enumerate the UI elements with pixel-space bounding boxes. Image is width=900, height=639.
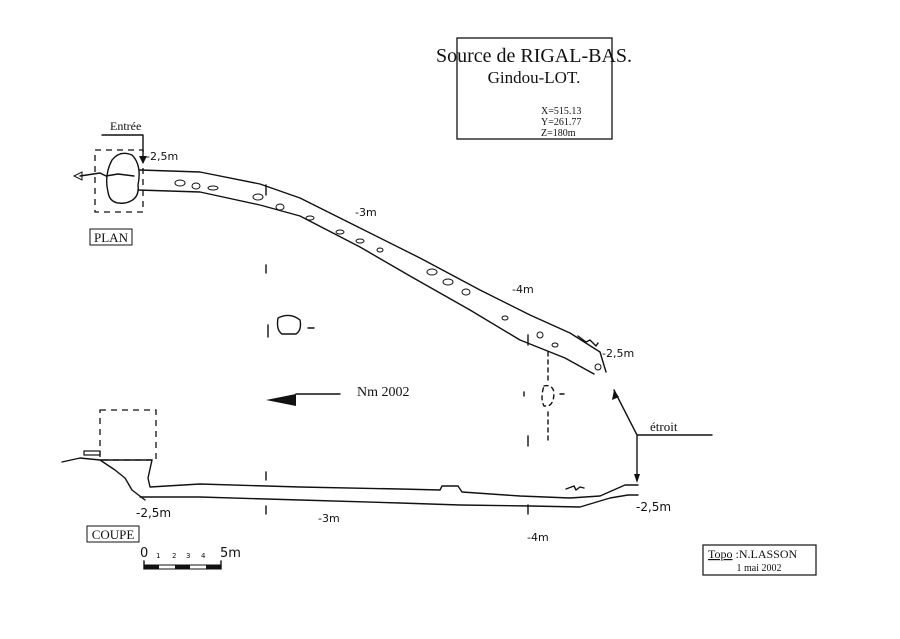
title-frame bbox=[456, 37, 613, 140]
section-ticks bbox=[265, 184, 529, 346]
cave-location: Gindou-LOT. bbox=[488, 68, 581, 87]
cave-name: Source de RIGAL-BAS. bbox=[436, 45, 632, 67]
plan-view: Entrée -2,5m -3m -4m -2,5m PLAN bbox=[72, 119, 634, 441]
narrow-arrows-icon bbox=[612, 390, 640, 483]
narrow-annotation: étroit bbox=[612, 389, 713, 483]
entrance-chamber bbox=[105, 152, 140, 204]
cross-section-1 bbox=[267, 314, 315, 338]
title-block: Source de RIGAL-BAS. Gindou-LOT. X=515.1… bbox=[436, 37, 632, 140]
section-view: -2,5m -3m -4m -2,5m COUPE bbox=[61, 409, 671, 544]
scale-tick-1: 1 bbox=[156, 552, 160, 560]
scale-tick-2: 2 bbox=[172, 552, 176, 560]
section-depth-entry: -2,5m bbox=[136, 506, 171, 520]
survey-date: 1 mai 2002 bbox=[737, 563, 782, 574]
entrance-dashed-box bbox=[94, 149, 144, 213]
plan-label-frame bbox=[89, 228, 133, 246]
scale-tick-3: 3 bbox=[186, 552, 190, 560]
coord-z: Z=180m bbox=[541, 128, 576, 139]
plan-depth-entry: -2,5m bbox=[146, 150, 178, 163]
section-entrance-slope bbox=[99, 459, 146, 501]
plan-lower-wall bbox=[137, 189, 595, 375]
cross-section-2 bbox=[523, 351, 565, 441]
section-label-frame bbox=[86, 525, 140, 543]
section-flow-arrow-icon bbox=[565, 485, 585, 491]
plan-blocks bbox=[174, 179, 602, 371]
plan-depth-deep: -4m bbox=[512, 283, 534, 296]
section-upper-wall bbox=[147, 459, 639, 499]
coord-x: X=515.13 bbox=[541, 106, 581, 117]
section-ticks bbox=[265, 435, 529, 515]
scale-end: 5m bbox=[220, 546, 241, 561]
plan-label: PLAN bbox=[94, 230, 129, 245]
north-label: Nm 2002 bbox=[357, 385, 410, 400]
scale-bar: 0 1 2 3 4 5m bbox=[140, 546, 241, 570]
section-depth-deep: -4m bbox=[527, 531, 549, 544]
author: :N.LASSON bbox=[733, 547, 798, 561]
north-arrow-icon bbox=[266, 394, 296, 406]
outflow-line bbox=[79, 172, 135, 177]
plan-flow-arrow-icon bbox=[577, 335, 599, 347]
section-depth-middle: -3m bbox=[318, 512, 340, 525]
outflow-arrow-icon bbox=[72, 171, 83, 181]
plan-depth-middle: -3m bbox=[355, 206, 377, 219]
scale-tick-4: 4 bbox=[201, 552, 206, 560]
plan-upper-wall bbox=[139, 169, 607, 373]
scale-start: 0 bbox=[140, 546, 148, 561]
credits-block: Topo :N.LASSON 1 mai 2002 bbox=[702, 544, 817, 576]
coord-y: Y=261.77 bbox=[541, 117, 581, 128]
entrance-label: Entrée bbox=[110, 119, 141, 133]
north-arrow: Nm 2002 bbox=[266, 385, 410, 406]
section-label: COUPE bbox=[92, 527, 135, 542]
narrow-label: étroit bbox=[650, 419, 678, 434]
plan-depth-end: -2,5m bbox=[602, 347, 634, 360]
section-depth-end: -2,5m bbox=[636, 500, 671, 514]
section-lower-wall bbox=[139, 494, 639, 508]
section-entrance-box bbox=[99, 409, 157, 461]
topo-label: Topo bbox=[708, 547, 733, 561]
entrance-pointer bbox=[101, 134, 144, 159]
svg-text:Topo :N.LASSON: Topo :N.LASSON bbox=[708, 547, 798, 561]
